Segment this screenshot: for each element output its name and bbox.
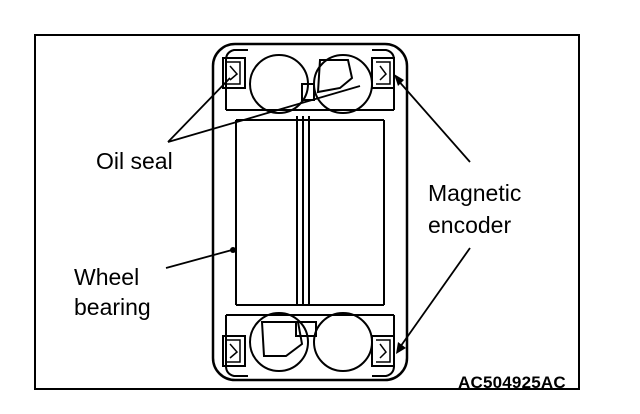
bottom-left-oil-seal (222, 335, 246, 367)
oil-seal-leader-lines (167, 77, 361, 143)
bottom-ball-right (313, 312, 373, 372)
bottom-roller-section (225, 312, 395, 377)
top-retainer (316, 59, 354, 94)
oil-seal-label: Oil seal (96, 148, 173, 174)
magnetic-encoder-label-line1: Magnetic (428, 180, 522, 206)
bearing-outer-body (211, 42, 409, 382)
wheel-bearing-label-line2: bearing (74, 294, 151, 320)
figure-code: AC504925AC (458, 373, 566, 392)
bottom-right-magnetic-encoder (371, 335, 395, 367)
top-right-magnetic-encoder (371, 57, 395, 89)
wheel-bearing-label-line1: Wheel (74, 264, 140, 290)
bearing-hub-lines (226, 109, 394, 316)
top-left-oil-seal (222, 57, 246, 89)
top-spacer (301, 83, 315, 101)
bottom-retainer (260, 321, 304, 357)
diagram-frame (34, 34, 580, 390)
top-ball-right (313, 54, 373, 114)
wheel-bearing-leader-line (165, 247, 236, 269)
bottom-spacer (295, 321, 317, 337)
magnetic-encoder-label-line2: encoder (428, 212, 512, 238)
top-roller-section (225, 49, 395, 114)
bottom-ball-left (249, 312, 309, 372)
magnetic-encoder-leader-lines (394, 74, 471, 354)
